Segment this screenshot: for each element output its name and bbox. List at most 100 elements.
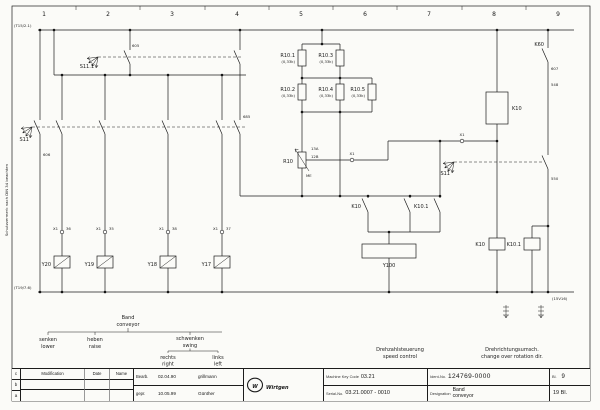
- annotation-rechts-de: rechts: [160, 355, 176, 361]
- drawn-date: 02.04.90: [158, 374, 176, 380]
- machine-key-code-value: 03.21: [360, 373, 375, 380]
- designation-line2: conveyor: [452, 393, 474, 400]
- serial-no-value: 03.21.0007 - 0010: [345, 390, 390, 397]
- machine-key-block: Machine Key Code 03.21 Serial-No. 03.21.…: [324, 369, 428, 401]
- wire-number: 685: [243, 114, 251, 119]
- relay-box-label: K10: [512, 106, 522, 112]
- left-switch-group: S11 S11.1 605 606 685: [19, 28, 251, 294]
- column-number: 4: [235, 11, 239, 18]
- revision-cell: [85, 390, 110, 401]
- annotation-rotation-de: Drehrichtungsumsch.: [485, 347, 539, 353]
- annotation-rotation-en: change over rotation dir.: [481, 354, 543, 360]
- designation-line1: Band: [452, 387, 465, 394]
- potentiometer-r10: R10 13A 12B ME X1: [283, 112, 389, 196]
- revision-letter: a: [14, 393, 18, 398]
- company-logo: W Wirtgen: [244, 369, 324, 401]
- annotation-schwenken-de: schwenken: [176, 336, 204, 342]
- valve-branch-y17: X1 37 Y17: [201, 75, 231, 294]
- resistor-label: R10.2: [280, 87, 295, 93]
- coil-label-k10: K10: [475, 242, 485, 248]
- switch-label-s11: S11: [19, 137, 29, 143]
- annotation-speed-de: Drehzahlsteuerung: [376, 347, 424, 353]
- revision-letter: c: [12, 369, 20, 380]
- valve-branch-y19: X1 35 Y19: [84, 75, 114, 294]
- valve-label: Y18: [147, 262, 157, 268]
- protection-note: Schutzvermerk nach DIN 34 beachten: [4, 163, 9, 236]
- ref-bottom-right: (15V16): [552, 296, 568, 301]
- revision-table: c b a Modification Date Name: [12, 369, 134, 401]
- function-annotations: Band conveyor senken lower heben raise s…: [39, 315, 543, 368]
- annotation-heben-en: raise: [89, 344, 101, 350]
- column-number: 8: [492, 11, 496, 18]
- annotation-heben-de: heben: [87, 337, 103, 343]
- pot-pin-b: 12B: [311, 154, 319, 159]
- pot-pin-a: 13A: [311, 146, 319, 151]
- resistor-value: (0,33k): [351, 93, 365, 98]
- terminal-pin: 37: [226, 226, 231, 231]
- ident-no-label: Ident-No.: [430, 374, 447, 380]
- checked-date: 10.05.99: [158, 390, 176, 396]
- resistor-value: (0,33k): [319, 59, 333, 64]
- machine-key-code-label: Machine Key Code: [326, 374, 359, 380]
- column-number: 6: [363, 11, 367, 18]
- revision-cell: [110, 380, 133, 391]
- designation-value: Band conveyor: [453, 387, 474, 399]
- column-number: 9: [556, 11, 560, 18]
- logo-word: Wirtgen: [266, 385, 289, 391]
- wire-number: 550: [551, 176, 559, 181]
- terminal-pin: 35: [109, 226, 114, 231]
- valve-label: Y20: [41, 262, 51, 268]
- wire-number: 606: [43, 152, 51, 157]
- coil-label-k10-1: K10.1: [507, 242, 521, 248]
- drawn-name: grillmann: [198, 374, 217, 380]
- revision-cell: [21, 390, 85, 401]
- drawing-frame: 1 2 3 4 5 6 7 8 9 Schutzvermerk nach DIN…: [4, 5, 591, 402]
- terminal-pin: 36: [66, 226, 71, 231]
- switch-label-s11-right: S11: [440, 171, 450, 177]
- terminal-label: X1: [459, 132, 465, 137]
- terminal-label: X1: [96, 226, 102, 231]
- resistor-label: R10.3: [318, 53, 333, 59]
- annotation-senken-de: senken: [39, 337, 57, 343]
- sheet-label: Bl.: [552, 374, 557, 380]
- column-number: 1: [42, 11, 46, 18]
- contact-label-k60: K60: [534, 42, 544, 48]
- pot-pin-c: ME: [306, 173, 312, 178]
- y100-label: Y100: [382, 263, 396, 269]
- rotation-direction-section: K10 K10 K60 607 548 550 S11 K10.1: [440, 28, 559, 319]
- ref-bottom-left: (T19/7.6): [14, 285, 32, 290]
- wire-number: 607: [551, 66, 559, 71]
- resistor-value: (0,33k): [281, 59, 295, 64]
- ref-top-left: (T15/2.1): [14, 23, 32, 28]
- terminal-label: X1: [349, 151, 355, 156]
- revision-cell: [110, 390, 133, 401]
- resistor-label: R10.5: [350, 87, 365, 93]
- checked-label: gepr.: [136, 390, 146, 396]
- ident-no-value: 124769-0000: [448, 373, 491, 381]
- resistor-value: (0,33k): [319, 93, 333, 98]
- valve-branch-y18: X1 38 Y18: [147, 75, 177, 294]
- column-number: 5: [299, 11, 303, 18]
- name-header: Name: [110, 369, 133, 380]
- revision-cell: [85, 379, 110, 391]
- sheet-total: 19 Bl.: [553, 390, 568, 397]
- terminal-label: X1: [213, 226, 219, 231]
- annotation-band-en: conveyor: [116, 322, 140, 328]
- ident-block: Ident-No. 124769-0000 Designation Band c…: [428, 369, 550, 401]
- terminal-label: X1: [53, 226, 59, 231]
- potentiometer-label: R10: [283, 159, 293, 165]
- valve-branch-y20: X1 36 Y20: [41, 75, 71, 294]
- drawn-label: Bearb.: [136, 374, 149, 380]
- revision-row-letters: c b a: [12, 369, 21, 401]
- annotation-senken-en: lower: [41, 344, 56, 350]
- contact-cross-reference: [503, 305, 544, 319]
- column-number: 3: [170, 11, 174, 18]
- sheet-block: Bl. 9 19 Bl.: [550, 369, 590, 401]
- column-number: 7: [427, 11, 431, 18]
- resistor-label: R10.1: [280, 53, 295, 59]
- wire-number: 548: [551, 82, 559, 87]
- annotation-links-de: links: [212, 355, 224, 361]
- column-number: 2: [106, 11, 110, 18]
